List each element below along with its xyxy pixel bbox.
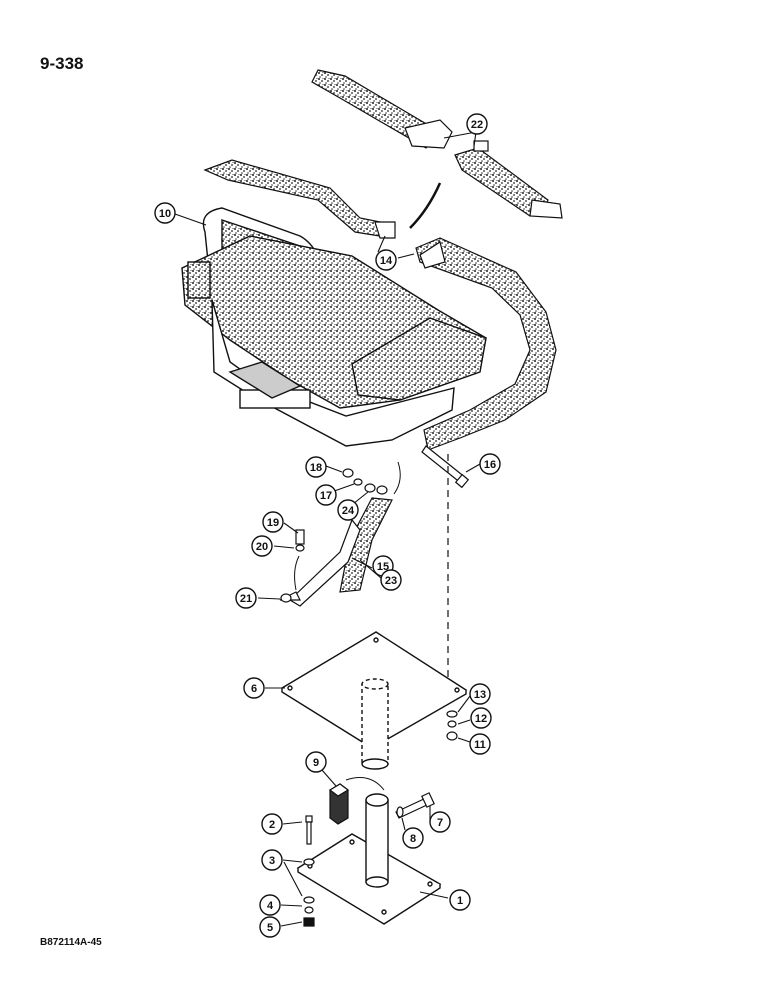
svg-text:10: 10 (159, 208, 171, 220)
callout-1: 1 (449, 889, 471, 911)
leader-line-9 (345, 777, 385, 791)
svg-text:6: 6 (251, 683, 257, 695)
svg-text:8: 8 (410, 833, 416, 845)
figure-code: B872114A-45 (40, 937, 102, 948)
callout-22: 22 (466, 113, 488, 135)
callout-11: 11 (469, 733, 491, 755)
washer-nut-17-18-24 (342, 468, 388, 495)
callout-14: 14 (375, 249, 397, 271)
callout-24: 24 (337, 499, 359, 521)
seat-belt-strap-upper (311, 69, 563, 219)
callout-5: 5 (259, 916, 281, 938)
callout-7: 7 (429, 811, 451, 833)
svg-text:15: 15 (377, 561, 389, 573)
callout-3: 3 (261, 849, 283, 871)
svg-text:7: 7 (437, 817, 443, 829)
spacer-block-9 (328, 783, 350, 825)
bolt-19-20 (295, 529, 305, 552)
callout-4: 4 (259, 894, 281, 916)
callout-12: 12 (470, 707, 492, 729)
svg-text:5: 5 (267, 922, 273, 934)
svg-text:24: 24 (342, 505, 355, 517)
svg-text:11: 11 (474, 739, 486, 751)
washers-nut-3-4-5 (303, 858, 315, 927)
svg-text:17: 17 (320, 490, 332, 502)
svg-text:19: 19 (267, 517, 279, 529)
svg-text:9: 9 (313, 757, 319, 769)
callout-19: 19 (262, 511, 284, 533)
lap-belt-bracket (279, 497, 393, 607)
svg-text:22: 22 (471, 119, 483, 131)
seat-belt-long (203, 159, 557, 451)
leader-lines (294, 461, 401, 591)
mounting-plate-6 (280, 631, 468, 770)
svg-text:14: 14 (380, 255, 393, 267)
callout-21: 21 (235, 587, 257, 609)
bolt-16 (421, 445, 470, 489)
svg-text:2: 2 (269, 819, 275, 831)
page-number: 9-338 (40, 54, 84, 73)
callout-2: 2 (261, 813, 283, 835)
svg-text:20: 20 (256, 541, 268, 553)
svg-text:23: 23 (385, 575, 397, 587)
callout-6: 6 (243, 677, 265, 699)
callout-leaders (174, 131, 481, 927)
svg-text:12: 12 (475, 713, 487, 725)
callout-10: 10 (154, 202, 176, 224)
washers-nut-11-12-13 (446, 710, 458, 741)
callout-23: 23 (380, 569, 402, 591)
seat (181, 207, 487, 447)
washer-8 (396, 806, 404, 818)
callout-13: 13 (469, 683, 491, 705)
callout-9: 9 (305, 751, 327, 773)
svg-text:16: 16 (484, 459, 496, 471)
svg-text:4: 4 (267, 900, 274, 912)
belt-separator-arc (409, 182, 442, 229)
nut-21 (280, 593, 292, 603)
svg-text:21: 21 (240, 593, 252, 605)
svg-text:18: 18 (310, 462, 322, 474)
svg-text:1: 1 (457, 895, 463, 907)
base-plate-1 (296, 793, 442, 925)
callout-16: 16 (479, 453, 501, 475)
callout-17: 17 (315, 484, 337, 506)
svg-text:13: 13 (474, 689, 486, 701)
callout-8: 8 (402, 827, 424, 849)
bolt-2 (305, 815, 313, 845)
callout-20: 20 (251, 535, 273, 557)
callout-18: 18 (305, 456, 327, 478)
svg-text:3: 3 (269, 855, 275, 867)
